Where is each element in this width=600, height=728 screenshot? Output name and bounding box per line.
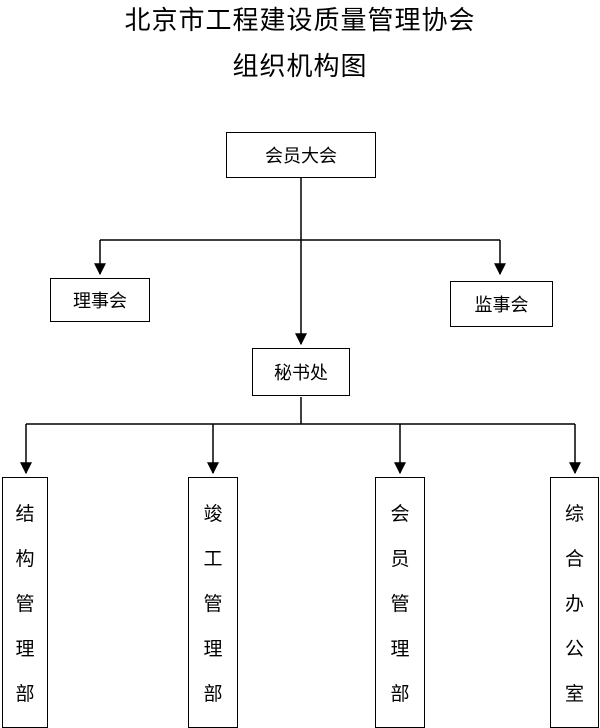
- node-department-4: 综合办公室: [550, 477, 599, 728]
- node-department-3: 会员管理部: [375, 477, 425, 728]
- chart-title-line-1: 北京市工程建设质量管理协会: [124, 6, 476, 36]
- node-supervisory-board: 监事会: [450, 281, 553, 327]
- chart-title-line-2: 组织机构图: [232, 52, 368, 82]
- node-department-2: 竣工管理部: [188, 477, 238, 728]
- node-council: 理事会: [50, 278, 150, 322]
- node-department-2-label: 竣工管理部: [203, 503, 223, 705]
- node-general-assembly-label: 会员大会: [265, 146, 337, 167]
- node-supervisory-board-label: 监事会: [474, 295, 529, 316]
- node-department-4-label: 综合办公室: [564, 503, 584, 705]
- node-department-1-label: 结构管理部: [15, 503, 35, 705]
- node-department-3-label: 会员管理部: [390, 503, 410, 705]
- node-department-1: 结构管理部: [2, 477, 48, 728]
- node-council-label: 理事会: [73, 291, 127, 312]
- node-secretariat-label: 秘书处: [274, 363, 328, 384]
- node-general-assembly: 会员大会: [226, 132, 376, 178]
- node-secretariat: 秘书处: [252, 348, 350, 396]
